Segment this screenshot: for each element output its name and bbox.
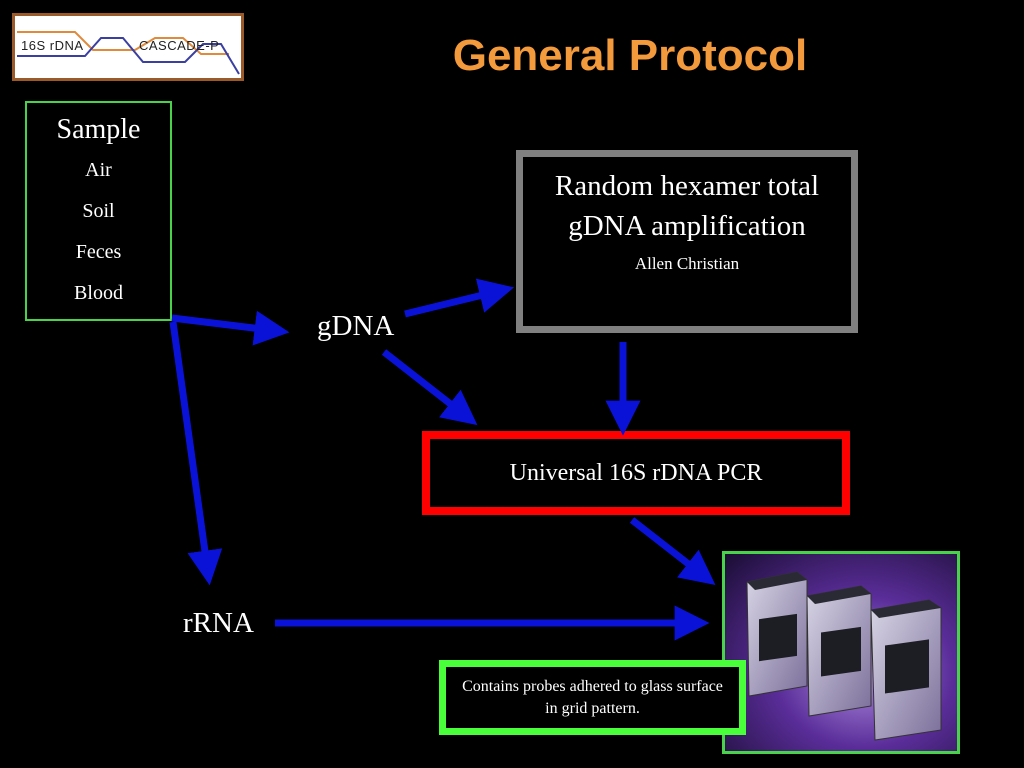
sample-item-soil: Soil [82, 200, 115, 222]
arrow-gdna-to-random [404, 278, 515, 318]
sample-title: Sample [56, 114, 141, 145]
probe-note-box: Contains probes adhered to glass surface… [439, 660, 746, 735]
genechip-image [722, 551, 960, 754]
pcr-label: Universal 16S rDNA PCR [509, 459, 763, 486]
cascade-logo: 16S rDNA CASCADE-P [12, 13, 244, 81]
random-subtitle: Allen Christian [634, 254, 740, 273]
logo-graphic [17, 31, 240, 75]
arrow-gdna-to-pcr [381, 349, 478, 426]
random-hexamer-box: Random hexamer total gDNA amplification … [516, 150, 858, 333]
sample-item-blood: Blood [74, 282, 123, 304]
sample-item-feces: Feces [75, 241, 122, 263]
sample-box: Sample Air Soil Feces Blood [25, 101, 172, 321]
page-title: General Protocol [452, 31, 808, 80]
random-title-line1: Random hexamer total [554, 170, 820, 202]
gdna-label: gDNA [317, 310, 395, 342]
logo-right-text: CASCADE-P [139, 38, 220, 53]
chip-2-shape [806, 585, 872, 717]
logo-left-text: 16S rDNA [21, 38, 84, 53]
chip-1-shape [746, 571, 808, 697]
arrow-sample-to-rrna [169, 321, 223, 586]
rrna-label: rRNA [183, 607, 254, 639]
random-title-line2: gDNA amplification [568, 210, 806, 242]
arrow-sample-to-gdna [171, 310, 290, 346]
probe-note-text: Contains probes adhered to glass surface… [462, 677, 723, 717]
arrow-pcr-to-chip [629, 517, 716, 586]
sample-item-air: Air [85, 159, 112, 181]
chip-3-shape [870, 599, 942, 741]
genechip-graphic [746, 571, 942, 741]
